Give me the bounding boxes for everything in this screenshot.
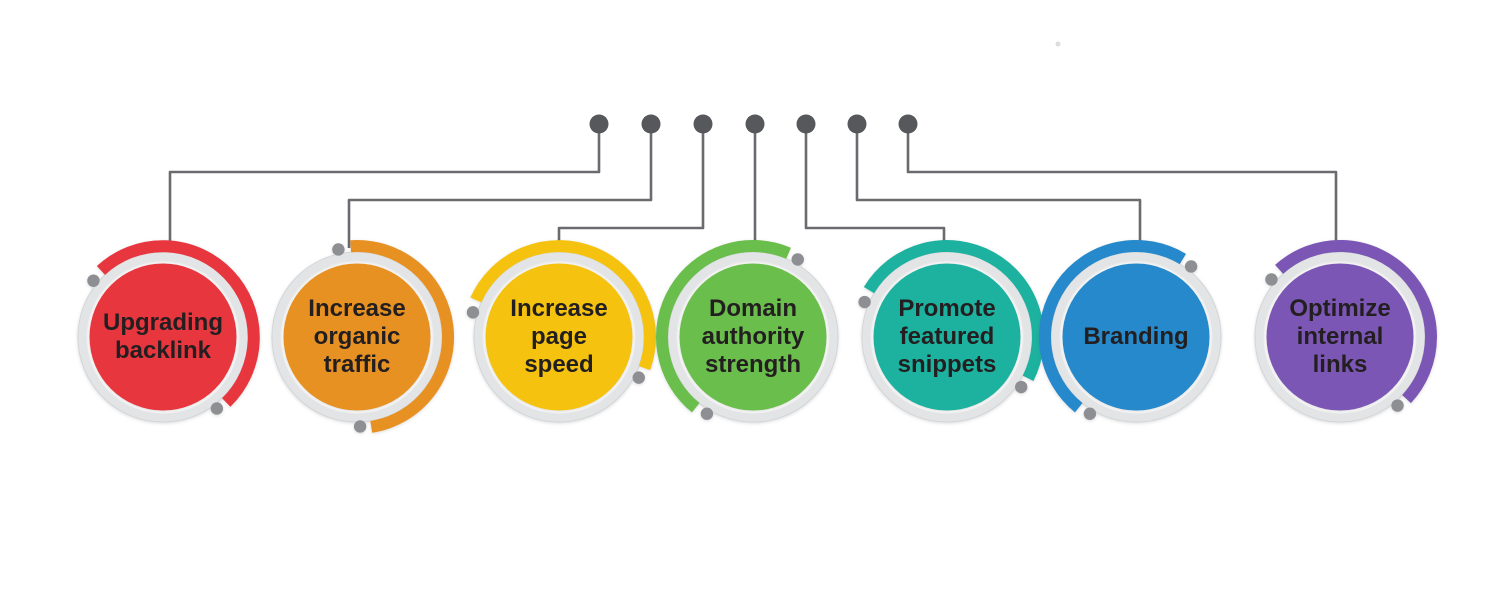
node-arc: [470, 240, 656, 371]
ring-dot: [1265, 273, 1278, 286]
ring-dot: [632, 371, 645, 384]
node-label-line: organic: [313, 323, 401, 350]
node-badge-upgrading-backlink: [77, 240, 260, 423]
node-label-line: links: [1312, 351, 1368, 378]
connector-dot-increase-page-speed: [693, 114, 713, 134]
node-label: Branding: [1064, 265, 1208, 409]
node-ring-edge: [1050, 251, 1222, 423]
node-label-line: Increase: [510, 295, 608, 322]
node-disc: [873, 263, 1021, 411]
node-arc: [1275, 240, 1437, 404]
ring-dot: [87, 274, 100, 287]
node-label-line: Promote: [898, 295, 996, 322]
node-arc: [350, 240, 455, 433]
node-ring-edge: [667, 251, 839, 423]
node-label-line: page: [530, 323, 587, 350]
node-disc: [89, 263, 237, 411]
node-label-line: traffic: [323, 351, 391, 378]
ring-dot: [858, 295, 871, 309]
connector-line-upgrading-backlink: [168, 124, 601, 248]
ring-dot: [210, 402, 224, 415]
node-label-line: snippets: [897, 351, 997, 378]
stray-speck: [1055, 41, 1061, 47]
ring-dot: [353, 420, 367, 433]
ring-dot: [791, 253, 804, 266]
ring-dot: [1015, 380, 1028, 394]
ring-dot: [1184, 260, 1198, 273]
node-label-line: featured: [899, 323, 995, 350]
connector-dot-optimize-internal-links: [898, 114, 918, 134]
node-label-line: Branding: [1083, 323, 1189, 350]
node-ring: [78, 252, 248, 422]
node-label-line: Domain: [708, 295, 797, 322]
node-arc: [656, 240, 791, 413]
connector-dot-branding: [847, 114, 867, 134]
node-ring: [1051, 252, 1221, 422]
node-disc: [485, 263, 633, 411]
node-branding: Branding: [1038, 239, 1234, 435]
node-ring: [272, 252, 442, 422]
node-ring: [862, 252, 1032, 422]
ring-dot: [1391, 399, 1404, 412]
node-disc: [679, 263, 827, 411]
node-arc: [1039, 240, 1186, 413]
node-badge-optimize-internal-links: [1254, 240, 1437, 423]
connector-line-promote-featured-snippets: [804, 124, 946, 248]
node-arc: [863, 240, 1044, 382]
node-badge-increase-page-speed: [466, 240, 656, 423]
node-label-line: Increase: [308, 295, 406, 322]
node-label-line: Upgrading: [103, 309, 223, 336]
node-badge-domain-authority-strength: [656, 240, 839, 423]
node-disc: [283, 263, 431, 411]
node-ring: [474, 252, 644, 422]
ring-dot: [1083, 407, 1097, 420]
connector-dot-upgrading-backlink: [589, 114, 609, 134]
node-disc: [1062, 263, 1210, 411]
ring-dot: [466, 306, 480, 319]
node-disc: [1266, 263, 1414, 411]
connector-dot-promote-featured-snippets: [796, 114, 816, 134]
connector-line-optimize-internal-links: [906, 124, 1338, 248]
ring-dot: [332, 243, 345, 256]
node-label-line: authority: [701, 323, 805, 350]
connector-line-increase-organic-traffic: [347, 124, 653, 248]
node-badge-increase-organic-traffic: [271, 240, 455, 433]
connector-line-branding: [855, 124, 1142, 248]
node-ring: [668, 252, 838, 422]
node-label-line: speed: [524, 351, 594, 378]
connector-line-increase-page-speed: [557, 124, 705, 248]
connector-dot-increase-organic-traffic: [641, 114, 661, 134]
node-label-line: Optimize: [1289, 295, 1391, 322]
node-label-line: backlink: [114, 337, 212, 364]
node-label-line: strength: [704, 351, 801, 378]
connector-dot-domain-authority-strength: [745, 114, 765, 134]
node-badge-branding: [1039, 240, 1222, 423]
node-label-line: internal: [1296, 323, 1384, 350]
node-badge-promote-featured-snippets: [858, 240, 1044, 423]
ring-dot: [700, 407, 714, 420]
node-arc: [96, 240, 260, 407]
node-ring: [1255, 252, 1425, 422]
